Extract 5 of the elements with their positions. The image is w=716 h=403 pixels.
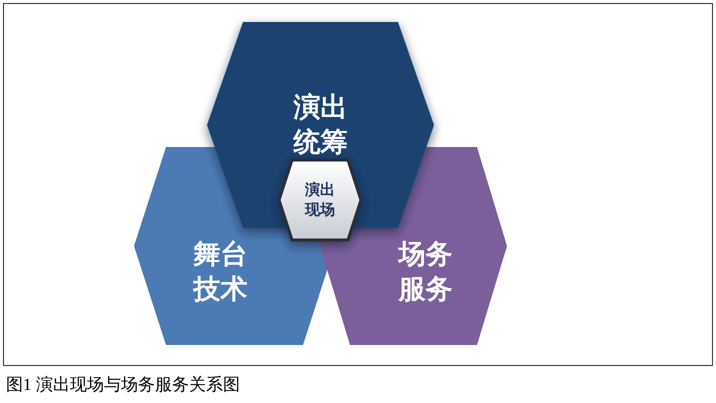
- node-label: 演出现场: [304, 180, 336, 220]
- figure-caption: 图1 演出现场与场务服务关系图: [6, 374, 240, 396]
- node-label: 舞台技术: [192, 238, 248, 307]
- node-label: 场务服务: [398, 238, 454, 307]
- node-label: 演出统筹: [292, 90, 348, 160]
